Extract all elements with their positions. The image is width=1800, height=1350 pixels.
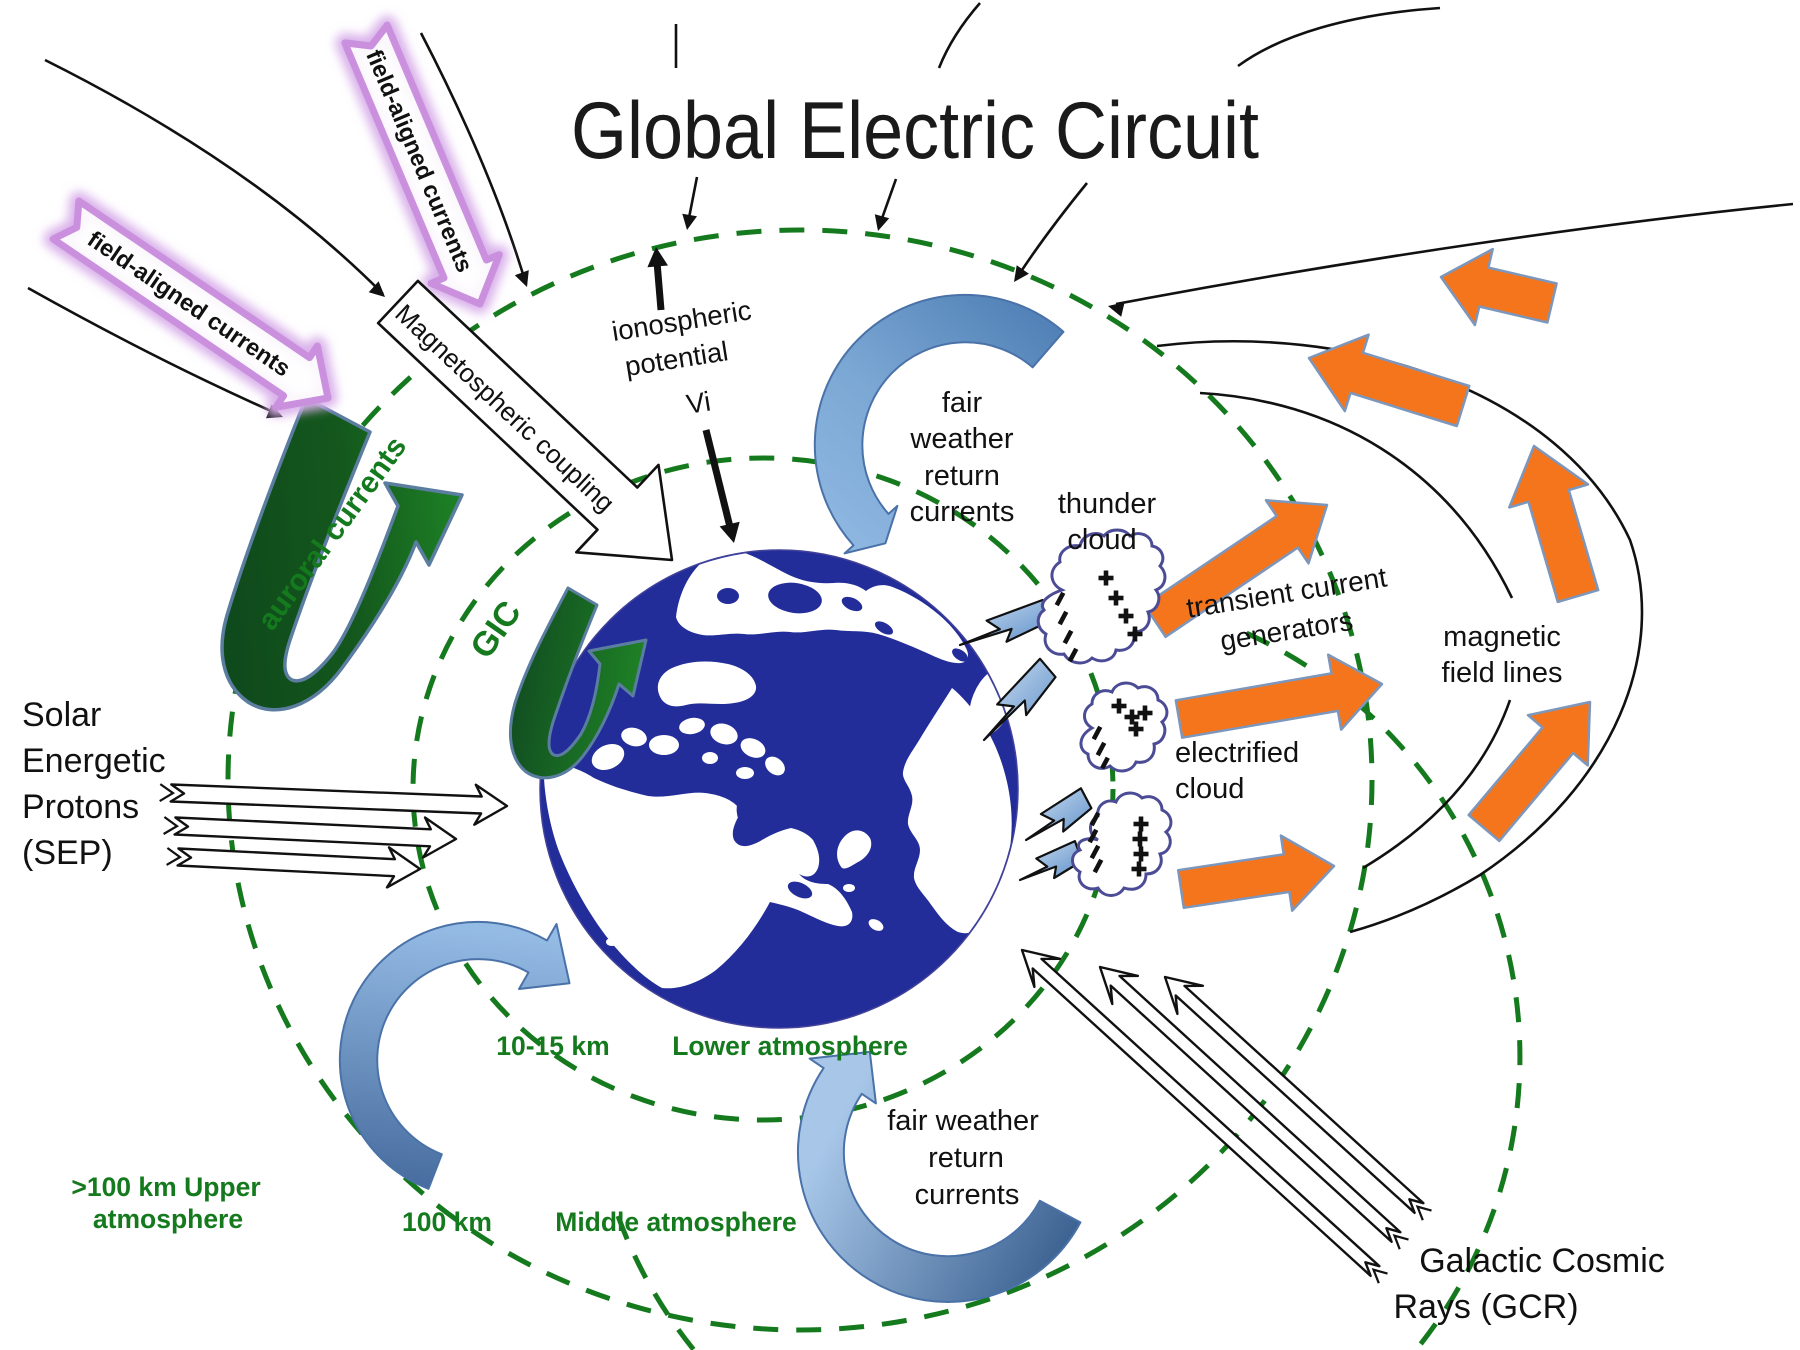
svg-text:Protons: Protons xyxy=(22,788,139,826)
svg-text:10-15 km: 10-15 km xyxy=(496,1031,609,1061)
svg-text:currents: currents xyxy=(910,496,1015,528)
svg-text:Global Electric Circuit: Global Electric Circuit xyxy=(571,86,1259,176)
svg-text:thunder: thunder xyxy=(1058,488,1157,520)
svg-text:(SEP): (SEP) xyxy=(22,834,113,872)
svg-text:field-aligned currents: field-aligned currents xyxy=(83,226,295,382)
svg-text:field lines: field lines xyxy=(1442,657,1563,689)
svg-text:electrified: electrified xyxy=(1175,737,1299,769)
svg-text:weather: weather xyxy=(909,423,1014,455)
svg-text:fair: fair xyxy=(942,387,983,419)
svg-text:Rays (GCR): Rays (GCR) xyxy=(1393,1288,1578,1326)
svg-text:currents: currents xyxy=(915,1179,1020,1211)
svg-text:return: return xyxy=(924,460,1000,492)
svg-text:Magnetospheric coupling: Magnetospheric coupling xyxy=(389,298,620,518)
svg-text:>100 km Upper: >100 km Upper xyxy=(71,1172,260,1202)
svg-text:Lower atmosphere: Lower atmosphere xyxy=(672,1031,908,1061)
svg-text:atmosphere: atmosphere xyxy=(93,1204,243,1234)
svg-text:magnetic: magnetic xyxy=(1443,621,1561,653)
svg-text:return: return xyxy=(928,1142,1004,1174)
svg-text:Middle atmosphere: Middle atmosphere xyxy=(555,1207,797,1237)
svg-text:ionospheric: ionospheric xyxy=(610,294,754,347)
svg-text:Vi: Vi xyxy=(684,385,713,419)
svg-text:Energetic: Energetic xyxy=(22,742,166,780)
svg-text:100 km: 100 km xyxy=(402,1207,492,1237)
svg-text:Solar: Solar xyxy=(22,696,101,734)
svg-text:fair weather: fair weather xyxy=(887,1105,1039,1137)
svg-text:Galactic Cosmic: Galactic Cosmic xyxy=(1419,1242,1665,1280)
svg-text:cloud: cloud xyxy=(1175,773,1244,805)
svg-text:cloud: cloud xyxy=(1067,524,1136,556)
